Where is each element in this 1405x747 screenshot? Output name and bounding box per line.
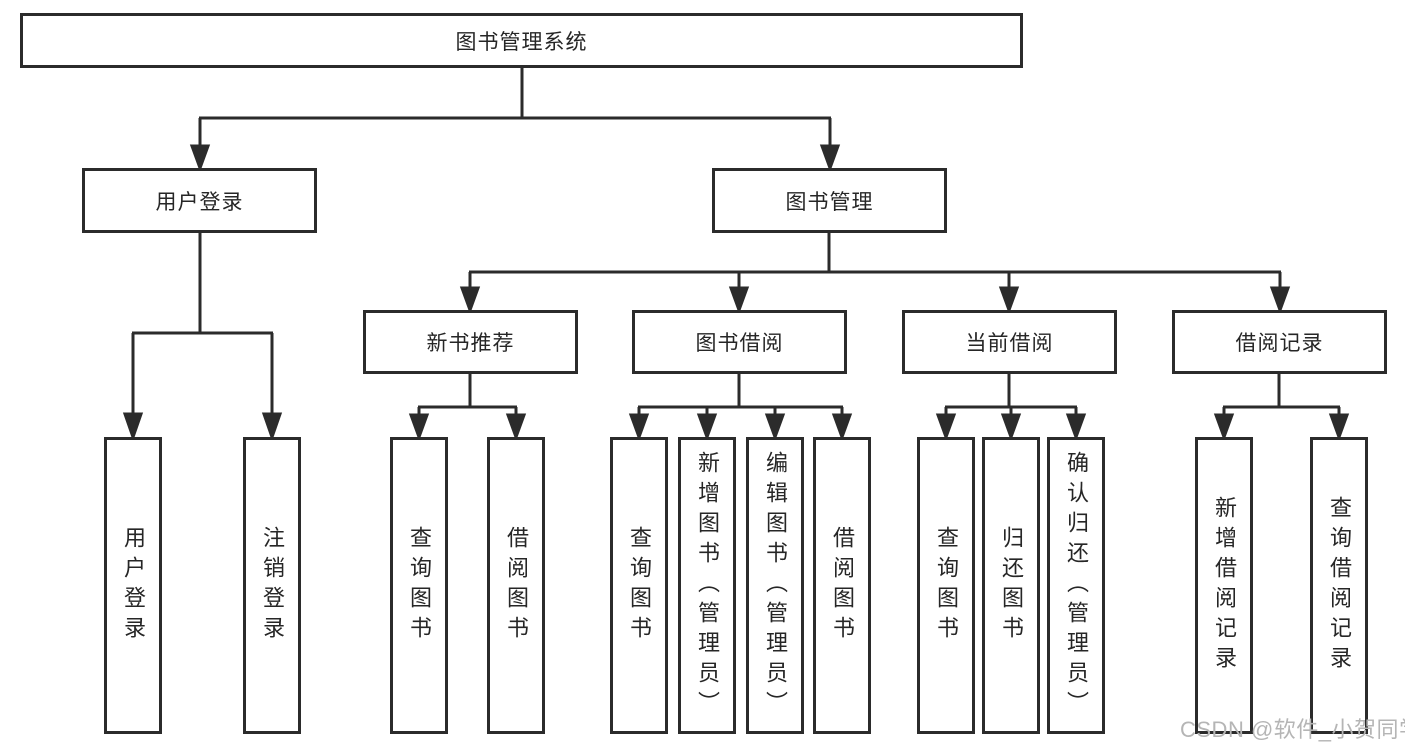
branch-book-borrowing (628, 372, 853, 442)
node-label: 图书管理 (785, 190, 874, 214)
arrowhead (261, 412, 283, 442)
leaf-query-borrow-record: 查询借阅记录 (1310, 437, 1368, 734)
arrowhead (1000, 413, 1022, 442)
node-label: 用户登录 (121, 525, 146, 646)
arrowhead (819, 144, 841, 173)
arrowhead (459, 286, 481, 315)
arrowhead (1065, 413, 1087, 442)
arrowhead (764, 413, 786, 442)
node-label: 确认归还（管理员） (1064, 450, 1089, 721)
arrowhead (1269, 286, 1291, 315)
node-book-management: 图书管理 (712, 168, 947, 233)
node-new-book-recommend: 新书推荐 (363, 310, 578, 374)
node-label: 新书推荐 (426, 332, 515, 355)
branch-book-management (459, 231, 1291, 315)
node-user-login: 用户登录 (82, 168, 317, 233)
branch-root (189, 66, 841, 173)
node-label: 编辑图书（管理员） (763, 450, 788, 721)
node-label: 新增借阅记录 (1212, 495, 1237, 676)
node-label: 新增图书（管理员） (695, 450, 720, 721)
leaf-logout: 注销登录 (243, 437, 301, 734)
leaf-user-login: 用户登录 (104, 437, 162, 734)
branch-user-login (122, 231, 283, 442)
node-label: 图书管理系统 (455, 30, 588, 54)
node-label: 图书借阅 (695, 332, 784, 355)
node-label: 用户登录 (155, 190, 244, 214)
leaf-borrow-books-borrowing: 借阅图书 (813, 437, 871, 734)
leaf-add-book-admin: 新增图书（管理员） (678, 437, 736, 734)
arrowhead (998, 286, 1020, 315)
leaf-confirm-return-admin: 确认归还（管理员） (1047, 437, 1105, 734)
leaf-edit-book-admin: 编辑图书（管理员） (746, 437, 804, 734)
arrowhead (935, 413, 957, 442)
node-book-borrowing: 图书借阅 (632, 310, 847, 374)
leaf-query-books-current: 查询图书 (917, 437, 975, 734)
node-current-borrowing: 当前借阅 (902, 310, 1117, 374)
node-label: 借阅记录 (1235, 332, 1324, 355)
arrowhead (408, 413, 430, 442)
arrowhead (696, 413, 718, 442)
node-label: 归还图书 (999, 525, 1024, 646)
arrowhead (628, 413, 650, 442)
arrowhead (1213, 413, 1235, 442)
node-label: 借阅图书 (830, 525, 855, 646)
node-label: 查询借阅记录 (1327, 495, 1352, 676)
node-label: 当前借阅 (965, 332, 1054, 355)
node-label: 注销登录 (260, 525, 285, 646)
node-library-management-system: 图书管理系统 (20, 13, 1023, 68)
arrowhead (831, 413, 853, 442)
leaf-add-borrow-record: 新增借阅记录 (1195, 437, 1253, 734)
node-label: 查询图书 (407, 525, 432, 646)
node-label: 查询图书 (934, 525, 959, 646)
leaf-query-books-recommend: 查询图书 (390, 437, 448, 734)
leaf-query-books-borrowing: 查询图书 (610, 437, 668, 734)
arrowhead (728, 286, 750, 315)
arrowhead (122, 412, 144, 442)
arrowhead (505, 413, 527, 442)
node-borrowing-records: 借阅记录 (1172, 310, 1387, 374)
branch-new-book-recommend (408, 372, 527, 442)
node-label: 查询图书 (627, 525, 652, 646)
branch-borrowing-records (1213, 372, 1350, 442)
arrowhead (1328, 413, 1350, 442)
node-label: 借阅图书 (504, 525, 529, 646)
csdn-watermark: CSDN @软件_小贺同学 (1180, 717, 1405, 742)
branch-current-borrowing (935, 372, 1087, 442)
leaf-borrow-books-recommend: 借阅图书 (487, 437, 545, 734)
arrowhead (189, 144, 211, 173)
leaf-return-books: 归还图书 (982, 437, 1040, 734)
